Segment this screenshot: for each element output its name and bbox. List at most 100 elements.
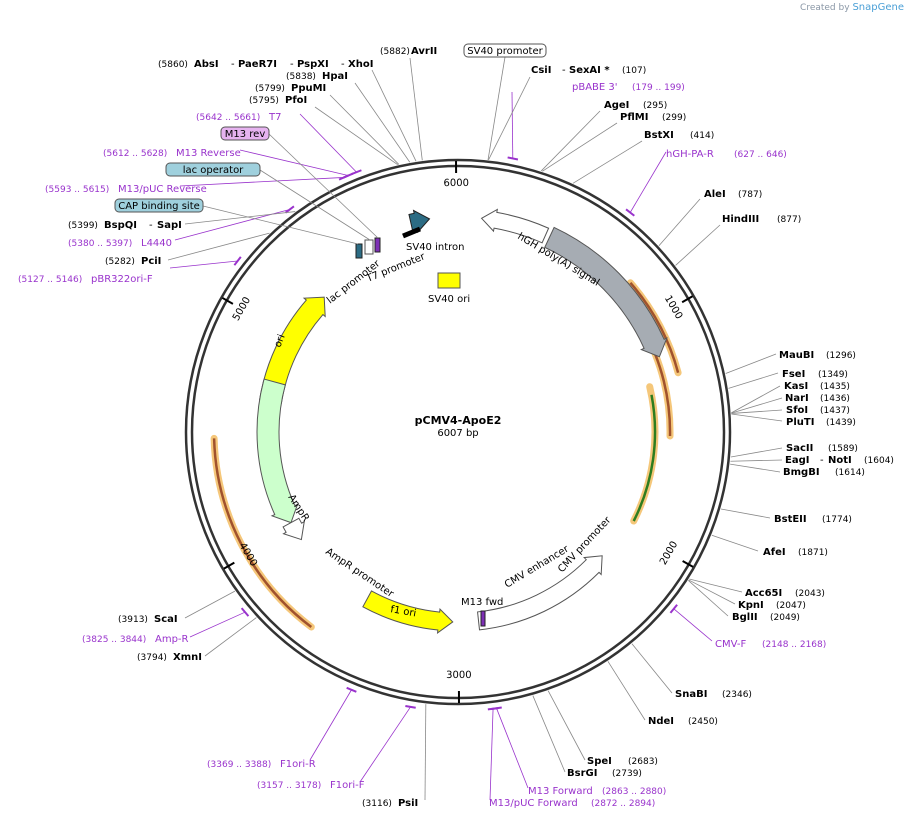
site-leader-15 <box>731 409 783 414</box>
plasmid-name: pCMV4-ApoE2 <box>415 414 502 427</box>
site-absi[interactable]: AbsI <box>194 59 219 70</box>
primer-pbr322ori-f[interactable]: pBR322ori-F <box>91 274 153 285</box>
site-maubi[interactable]: MauBI <box>779 350 814 361</box>
site-sacii[interactable]: SacII <box>786 443 813 454</box>
site-pspxi[interactable]: PspXI <box>297 59 329 70</box>
site-kpni[interactable]: KpnI <box>738 600 764 611</box>
primer-l4440[interactable]: L4440 <box>141 238 172 249</box>
primer-range-pbabe3: (179 .. 199) <box>632 83 685 93</box>
site-xhoi[interactable]: XhoI <box>348 59 373 70</box>
feature-glow-layer <box>210 279 682 631</box>
m13-rev-label[interactable]: M13 rev <box>225 129 266 140</box>
primer-mark-2 <box>669 604 678 614</box>
site-leader-33 <box>184 211 296 225</box>
site-bstxi[interactable]: BstXI <box>644 130 674 141</box>
site-pos-snabi: (2346) <box>722 690 752 700</box>
lac-operator-label[interactable]: lac operator <box>183 165 244 176</box>
site-kasi[interactable]: KasI <box>784 381 808 392</box>
site-leader-27 <box>547 690 586 761</box>
primer-leader-8 <box>169 260 238 269</box>
cds-d-line <box>212 438 313 628</box>
site-ppumi[interactable]: PpuMI <box>291 83 326 94</box>
site-pos-ndei: (2450) <box>688 717 718 727</box>
site-pos-bsrgi: (2739) <box>612 769 642 779</box>
site-sfoi[interactable]: SfoI <box>786 405 808 416</box>
site-hpai[interactable]: HpaI <box>322 71 348 82</box>
site-pfoi[interactable]: PfoI <box>285 95 307 106</box>
primer-hgh-pa-r[interactable]: hGH-PA-R <box>666 149 714 160</box>
site-psii[interactable]: PsiI <box>398 798 418 809</box>
tick-label-5000: 5000 <box>231 295 253 323</box>
site-pflmi[interactable]: PflMI <box>620 112 648 123</box>
primer-mark-11 <box>342 172 354 179</box>
primer-m13puc-forward[interactable]: M13/pUC Forward <box>489 798 578 809</box>
site-leader-2 <box>354 82 411 163</box>
site-avrii[interactable]: AvrII <box>411 46 437 57</box>
site-leader-24 <box>688 580 729 617</box>
primer-range-t7: (5642 .. 5661) <box>196 113 260 123</box>
site-pos-psii: (3116) <box>362 799 392 809</box>
site-snabi[interactable]: SnaBI <box>675 689 707 700</box>
primer-mark-8 <box>233 256 242 266</box>
primer-range-m13puc-forward: (2872 .. 2894) <box>591 799 655 809</box>
m13-rev-leader <box>268 133 379 239</box>
primer-range-hgh-pa-r: (627 .. 646) <box>734 150 787 160</box>
site-afei[interactable]: AfeI <box>763 547 786 558</box>
cap-leader <box>202 205 359 245</box>
site-pos-agei: (295) <box>643 101 667 111</box>
site-alei[interactable]: AleI <box>704 189 726 200</box>
primer-f1ori-f[interactable]: F1ori-F <box>330 780 365 791</box>
primer-m13-reverse[interactable]: M13 Reverse <box>176 148 241 159</box>
site-noti[interactable]: NotI <box>828 455 852 466</box>
site-xmni[interactable]: XmnI <box>173 652 202 663</box>
site-scai[interactable]: ScaI <box>154 614 178 625</box>
primer-cmv-f[interactable]: CMV-F <box>715 639 746 650</box>
sv40-promoter-label[interactable]: SV40 promoter <box>467 46 543 57</box>
primer-m13puc-reverse[interactable]: M13/pUC Reverse <box>118 184 207 195</box>
site-pcii[interactable]: PciI <box>141 256 161 267</box>
site-ndei[interactable]: NdeI <box>648 716 674 727</box>
site-leader-23 <box>688 579 736 605</box>
site-acc65i[interactable]: Acc65I <box>745 588 782 599</box>
site-nari[interactable]: NarI <box>785 393 809 404</box>
site-csii[interactable]: CsiI <box>531 65 551 76</box>
site-leader-26 <box>607 661 646 721</box>
site-spei[interactable]: SpeI <box>587 756 612 767</box>
primer-mark-0 <box>507 156 519 161</box>
site-pos-sfoi: (1437) <box>820 406 850 416</box>
site-fsei[interactable]: FseI <box>782 369 805 380</box>
primer-mark-5 <box>405 705 416 709</box>
cap-binding-site-label[interactable]: CAP binding site <box>118 201 200 212</box>
site-pos-ppumi: (5799) <box>255 84 285 94</box>
site-hindiii[interactable]: HindIII <box>722 214 759 225</box>
site-leader-10 <box>675 224 721 266</box>
site-pos-nari: (1436) <box>820 394 850 404</box>
ori-label: ori <box>273 333 288 349</box>
site-leader-21 <box>711 534 759 552</box>
primer-pbabe3[interactable]: pBABE 3' <box>572 82 618 93</box>
site-bsteii[interactable]: BstEII <box>774 514 807 525</box>
primer-amp-r[interactable]: Amp-R <box>155 634 189 645</box>
site-agei[interactable]: AgeI <box>604 100 629 111</box>
site-pos-hindiii: (877) <box>777 215 801 225</box>
site-pos-pfoi: (5795) <box>249 96 279 106</box>
site-bmgbi[interactable]: BmgBI <box>783 467 820 478</box>
site-bsrgi[interactable]: BsrGI <box>567 768 597 779</box>
site-paer7i[interactable]: PaeR7I <box>238 59 277 70</box>
cds-c-line <box>632 394 657 522</box>
site-pos-afei: (1871) <box>798 548 828 558</box>
site-sexai[interactable]: SexAI * <box>569 65 610 76</box>
tick-mark-2000 <box>682 560 694 568</box>
site-leader-8 <box>572 140 643 184</box>
primer-t7[interactable]: T7 <box>268 112 281 123</box>
primer-m13-forward[interactable]: M13 Forward <box>528 786 593 797</box>
site-pos-pluti: (1439) <box>826 418 856 428</box>
site-sapi[interactable]: SapI <box>157 220 182 231</box>
primer-f1ori-r[interactable]: F1ori-R <box>280 759 316 770</box>
sv40-promoter-box <box>463 43 547 58</box>
f1-ori-feature <box>362 590 454 635</box>
site-eagi[interactable]: EagI <box>785 455 809 466</box>
site-bspqi[interactable]: BspQI <box>104 220 137 231</box>
site-bglii[interactable]: BglII <box>732 612 758 623</box>
site-pluti[interactable]: PluTI <box>786 417 814 428</box>
